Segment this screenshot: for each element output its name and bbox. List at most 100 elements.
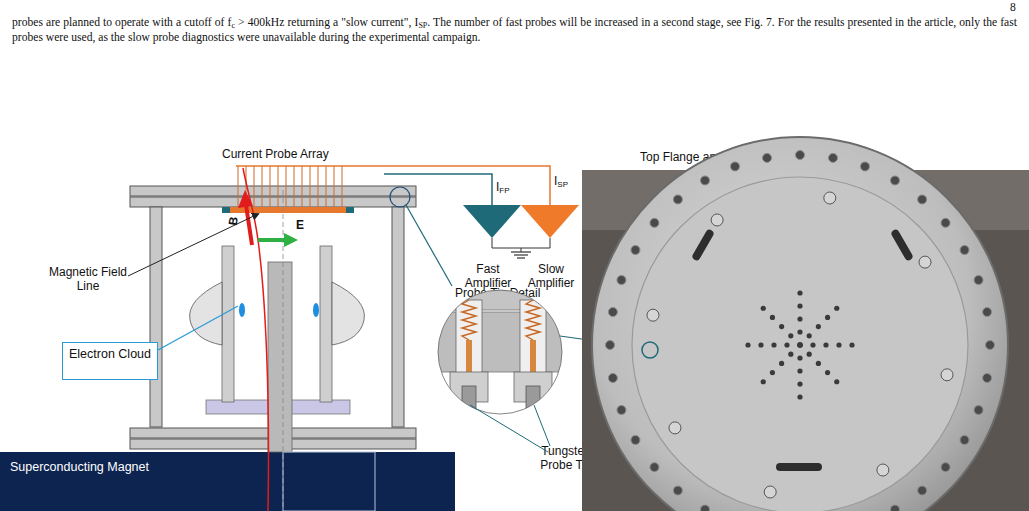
- flange-photo-part: [632, 177, 968, 511]
- probe-wire: [262, 166, 263, 207]
- probe-detail-part: [514, 372, 552, 402]
- label-text: > 400kHz returning a "slow current",: [235, 16, 415, 29]
- flange-photo-part: [890, 228, 914, 261]
- electrode-structure-part: [268, 262, 292, 452]
- b-arrow-part: [238, 190, 253, 208]
- probe-hole: [836, 342, 841, 347]
- probe-detail-part: [530, 340, 536, 392]
- vacuum-vessel-part: [130, 439, 416, 449]
- subscript-text: FP: [499, 186, 509, 195]
- label-text: f: [228, 16, 232, 29]
- bolt-hole: [631, 246, 640, 255]
- probe-hole: [788, 352, 793, 357]
- probe-detail-part: [526, 386, 540, 414]
- bolt-hole: [941, 463, 950, 472]
- flange-photo: [582, 137, 1029, 511]
- flange-photo-part: [642, 342, 658, 358]
- probe-detail-part: [450, 372, 488, 402]
- page-number: 8: [1010, 1, 1016, 16]
- probe-hole: [807, 333, 812, 338]
- probe-detail-part: [526, 300, 540, 340]
- label-text: 8: [1010, 1, 1016, 14]
- figure-label: Top Flange and Current Probe Array: [640, 150, 833, 164]
- leader-line: [534, 405, 550, 446]
- bolt-hole: [918, 195, 927, 204]
- probe-hole: [797, 316, 802, 321]
- probe-wire: [270, 166, 271, 207]
- probe-hole: [825, 315, 830, 320]
- field-symbol: B: [226, 216, 241, 227]
- e-arrow-part: [258, 238, 286, 242]
- vacuum-vessel: [130, 186, 416, 449]
- leader-line: [470, 405, 548, 452]
- bolt-hole: [673, 195, 682, 204]
- electrode-structure-part: [222, 246, 234, 402]
- probe-hole: [810, 342, 815, 347]
- probe-array-part: [222, 207, 230, 213]
- probe-array-part: [384, 174, 492, 205]
- bolt-hole: [701, 505, 710, 511]
- callout-box: Electron Cloud: [62, 342, 158, 380]
- label-text: Current Probe Array: [222, 147, 329, 161]
- bolt-hole: [860, 162, 869, 171]
- body-paragraph: probes are planned to operate with a cut…: [12, 16, 1017, 45]
- flange-photo-part: [582, 170, 1029, 511]
- probe-array-part: [226, 207, 350, 213]
- amplifiers-part: [517, 257, 525, 258]
- probe-hole: [823, 342, 828, 347]
- amplifiers-part: [463, 205, 521, 238]
- bolt-hole: [986, 341, 995, 350]
- bolt-hole: [891, 176, 900, 185]
- probe-array-part: [406, 205, 452, 286]
- amplifiers-part: [511, 251, 531, 252]
- probe-hole: [834, 379, 839, 384]
- bolt-hole: [608, 373, 617, 382]
- probe-hole: [797, 329, 802, 334]
- flange-photo-part: [691, 228, 715, 261]
- e-arrow-part: [284, 233, 298, 247]
- leader-line: [158, 306, 238, 350]
- electrode-structure-part: [313, 303, 319, 317]
- probe-wire: [238, 166, 239, 207]
- bolt-hole: [617, 405, 626, 414]
- probe-hole: [807, 352, 812, 357]
- probe-hole: [797, 368, 802, 373]
- label-text: probes are planned to operate with a cut…: [12, 16, 228, 29]
- label-text: Top Flange and Current Probe Array: [640, 150, 833, 164]
- probe-hole: [771, 342, 776, 347]
- probe-wire: [278, 166, 279, 207]
- bolt-hole: [701, 176, 710, 185]
- probe-hole: [849, 342, 854, 347]
- probe-hole: [745, 342, 750, 347]
- amplifier-label: Fast Amplifier: [455, 262, 521, 290]
- probe-detail-part: [430, 285, 570, 425]
- probe-detail-part: [466, 340, 472, 392]
- probe-hole: [797, 381, 802, 386]
- probe-hole: [834, 306, 839, 311]
- screw-head: [647, 309, 659, 321]
- probe-detail-part: [462, 300, 476, 340]
- probe-hole: [758, 342, 763, 347]
- bolt-hole: [650, 463, 659, 472]
- figure-label: Magnetic Field Line: [48, 265, 128, 293]
- node-text: Superconducting Magnet: [10, 460, 445, 475]
- probe-array-part: [346, 207, 354, 213]
- figure-label: Tungsten Probe Tip: [530, 444, 602, 472]
- detail-outline: [438, 290, 562, 414]
- magnet-band: Superconducting Magnet: [0, 452, 455, 511]
- probe-wire: [342, 166, 343, 207]
- probe-array: [222, 166, 550, 286]
- screw-head: [877, 464, 889, 476]
- flange-photo-part: [606, 151, 995, 511]
- probe-hole: [816, 361, 821, 366]
- bolt-hole: [974, 405, 983, 414]
- probe-wire: [318, 166, 319, 207]
- amplifier-label: Slow Amplifier: [518, 262, 584, 290]
- probe-detail-part: [430, 312, 570, 372]
- amplifiers-part: [521, 205, 579, 238]
- bolt-hole: [918, 486, 927, 495]
- electrode-structure-part: [239, 303, 245, 317]
- field-symbol: E: [296, 218, 304, 232]
- probe-detail-part: [456, 300, 482, 380]
- leader-line: [128, 214, 258, 276]
